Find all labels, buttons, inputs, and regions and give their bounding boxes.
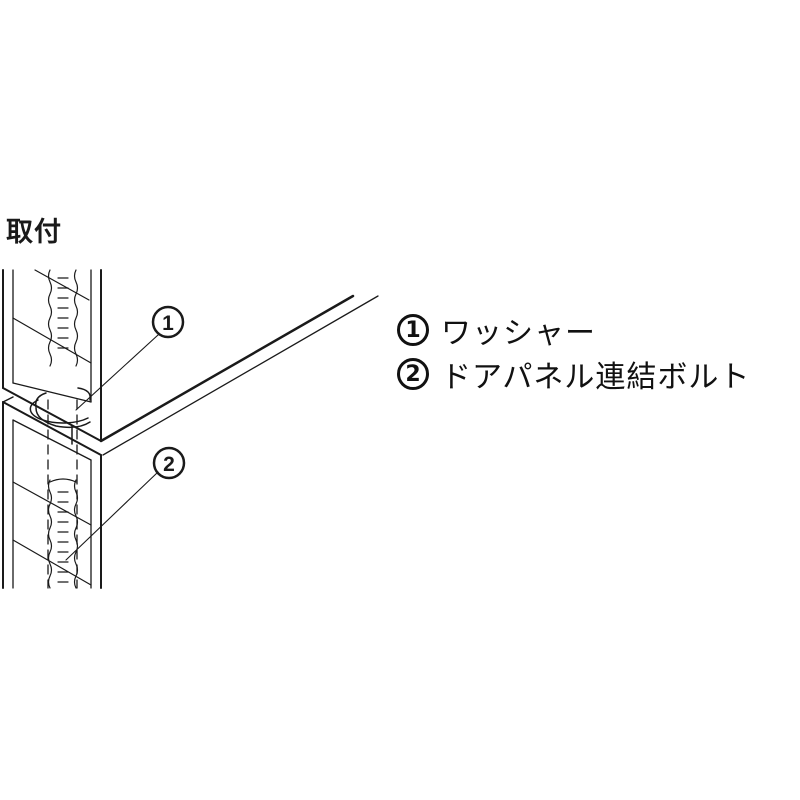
washer	[29, 387, 91, 445]
legend-label-2: ドアパネル連結ボルト	[441, 360, 751, 395]
lower-panel	[2, 396, 102, 589]
callout-2-circle	[152, 446, 186, 480]
legend-number-2: 2	[397, 358, 429, 390]
legend-item-washer: 1 ワッシャー	[397, 308, 750, 352]
legend-number-1: 1	[397, 314, 429, 346]
lower-bolt-thread	[47, 478, 79, 589]
legend-item-bolt: 2 ドアパネル連結ボルト	[397, 352, 750, 396]
upper-bolt-thread	[47, 269, 79, 367]
legend-label-1: ワッシャー	[441, 316, 596, 351]
upper-rail	[99, 294, 379, 456]
diagram-title: 取付	[6, 217, 62, 248]
callout-2-number: 2	[163, 453, 175, 476]
upper-panel	[2, 269, 102, 442]
callout-1-circle	[151, 305, 185, 339]
callout-1-leader	[75, 334, 159, 411]
parts-legend: 1 ワッシャー 2 ドアパネル連結ボルト	[397, 308, 750, 396]
callout-2-leader	[65, 471, 159, 561]
callout-1-number: 1	[162, 312, 174, 335]
